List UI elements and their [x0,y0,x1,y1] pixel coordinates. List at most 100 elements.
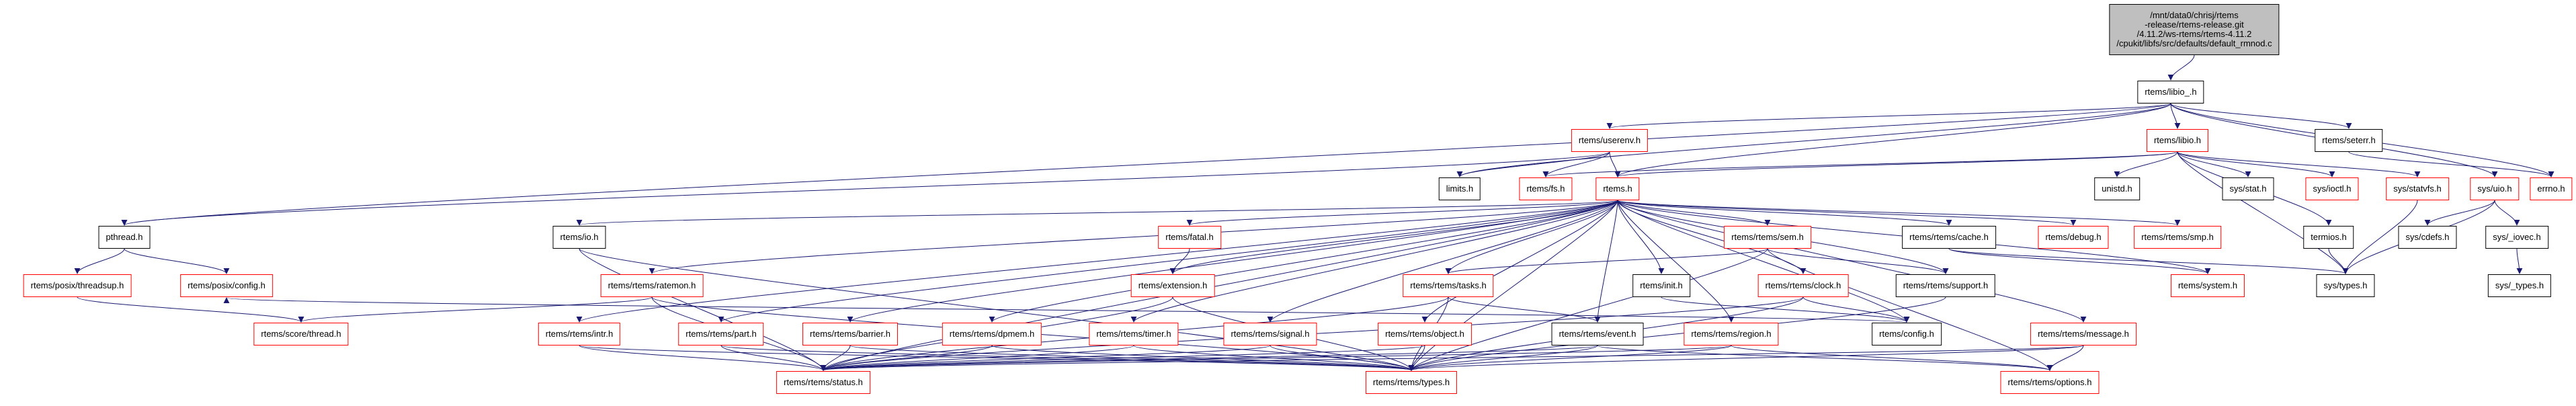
edge-sys_uio-iovec [2494,200,2520,226]
edge-rtems_h-tasks [1445,200,1618,274]
node-fs[interactable]: rtems/fs.h [1519,177,1573,200]
edge-libio_-libio [2170,103,2181,129]
edge-region-options [1731,345,2053,371]
edge-rtems_h-config [1617,200,1910,323]
node-sys_statvfs[interactable]: sys/statvfs.h [2386,177,2449,200]
edge-rtems_h-fatal [1186,200,1618,226]
edge-rtems_h-types [1408,200,1618,371]
edge-region-types [1408,345,1732,371]
node-init: rtems/init.h [1632,274,1690,297]
edge-threadsup-score_thread [77,296,304,323]
node-rtems_h[interactable]: rtems.h [1595,177,1640,200]
edge-sys_uio-cdefs [2424,200,2495,226]
edge-rtems_h-smp [1617,200,2180,226]
node-seterr: rtems/seterr.h [2315,129,2383,152]
node-options[interactable]: rtems/rtems/options.h [2000,371,2100,394]
edge-rtems_h-sem [1617,200,1771,226]
node-part[interactable]: rtems/rtems/part.h [678,323,764,346]
node-libio[interactable]: rtems/libio.h [2146,129,2209,152]
node-pthread: pthread.h [98,226,151,249]
node-timer[interactable]: rtems/rtems/timer.h [1089,323,1179,346]
node-sys_types: sys/types.h [2316,274,2375,297]
node-sys_ioctl[interactable]: sys/ioctl.h [2305,177,2359,200]
node-errno[interactable]: errno.h [2530,177,2573,200]
edge-ratemon-score_thread [298,296,653,323]
node-types[interactable]: rtems/rtems/types.h [1365,371,1458,394]
node-extension[interactable]: rtems/extension.h [1130,274,1215,297]
node-dpmem[interactable]: rtems/rtems/dpmem.h [942,323,1042,346]
edge-dpmem-status [820,345,993,371]
edge-sem-support [1767,248,1949,274]
edge-pthread-threadsup [74,248,125,274]
edge-libio-sys_ioctl [2177,151,2335,177]
edge-sem-options [1767,248,2053,371]
edge-rtems_h-extension [1169,200,1618,274]
node-libio_: rtems/libio_.h [2137,81,2204,104]
edge-libio_-rtems_h [1614,103,2171,177]
node-region[interactable]: rtems/rtems/region.h [1684,323,1779,346]
node-system[interactable]: rtems/system.h [2170,274,2245,297]
edge-part-types [720,345,1414,371]
node-smp[interactable]: rtems/rtems/smp.h [2134,226,2221,249]
edge-signal-status [820,345,1271,371]
node-limits: limits.h [1438,177,1481,200]
node-intr[interactable]: rtems/rtems/intr.h [538,323,621,346]
edge-init-config [1661,296,1910,323]
edge-message-types [1409,345,2084,371]
node-message[interactable]: rtems/rtems/message.h [2030,323,2136,346]
node-tasks[interactable]: rtems/rtems/tasks.h [1403,274,1494,297]
edge-libio_-seterr [2170,103,2352,129]
node-userenv[interactable]: rtems/userenv.h [1571,129,1649,152]
edge-libio_-pthread [122,103,2171,226]
edge-libio-fs [1543,151,2178,177]
edge-rtems_h-message [1617,200,2087,323]
node-sys_uio[interactable]: sys/uio.h [2470,177,2520,200]
node-config: rtems/config.h [1872,323,1942,346]
node-fatal[interactable]: rtems/fatal.h [1158,226,1221,249]
edge-sem-types [1408,248,1768,371]
edge-pthread-posix_config [124,248,230,274]
node-sys_stat: sys/stat.h [2222,177,2274,200]
node-event: rtems/rtems/event.h [1551,323,1644,346]
edges-group [74,54,2554,371]
node-threadsup[interactable]: rtems/posix/threadsup.h [23,274,132,297]
node-sem[interactable]: rtems/rtems/sem.h [1724,226,1811,249]
edge-libio-sys_statvfs [2177,151,2421,177]
edge-support-types [1408,296,1946,371]
edge-rtems_h-region [1617,200,1735,323]
node-signal[interactable]: rtems/rtems/signal.h [1223,323,1317,346]
node-object[interactable]: rtems/rtems/object.h [1378,323,1472,346]
node-ratemon[interactable]: rtems/rtems/ratemon.h [600,274,704,297]
node-cache: rtems/rtems/cache.h [1902,226,1996,249]
edge-rtems_h-io_h [577,200,1618,226]
edge-userenv-rtems_h [1609,151,1621,177]
edge-clock-config [1802,296,1910,323]
node-debug[interactable]: rtems/debug.h [2038,226,2109,249]
node-cdefs: sys/cdefs.h [2398,226,2457,249]
edge-libio-unistd [2114,151,2178,177]
node-score_thread[interactable]: rtems/score/thread.h [253,323,349,346]
edge-rtems_h-ratemon [649,200,1618,274]
edge-timer-status [820,345,1134,371]
edge-userenv-pthread [122,151,1610,226]
edge-rtems_h-barrier [847,200,1618,323]
edge-rtems_h-cache [1617,200,1952,226]
edge-signal-types [1270,345,1415,371]
node-io_h: rtems/io.h [552,226,606,249]
node-barrier[interactable]: rtems/rtems/barrier.h [802,323,898,346]
node-sys__types: sys/_types.h [2487,274,2552,297]
edge-fatal-extension [1169,248,1190,274]
edge-root-libio_ [2167,54,2195,81]
edge-sys_statvfs-sys_types [2342,200,2418,274]
edge-rtems_h-part [718,200,1618,323]
edge-intr-status [579,345,827,371]
node-iovec: sys/_iovec.h [2485,226,2548,249]
node-posix_config[interactable]: rtems/posix/config.h [180,274,273,297]
edge-event-types [1408,345,1598,371]
edge-sem-tasks [1445,248,1768,274]
edge-message-options [2046,345,2084,371]
node-status[interactable]: rtems/rtems/status.h [776,371,870,394]
edge-region-status [821,345,1732,371]
node-clock[interactable]: rtems/rtems/clock.h [1757,274,1849,297]
